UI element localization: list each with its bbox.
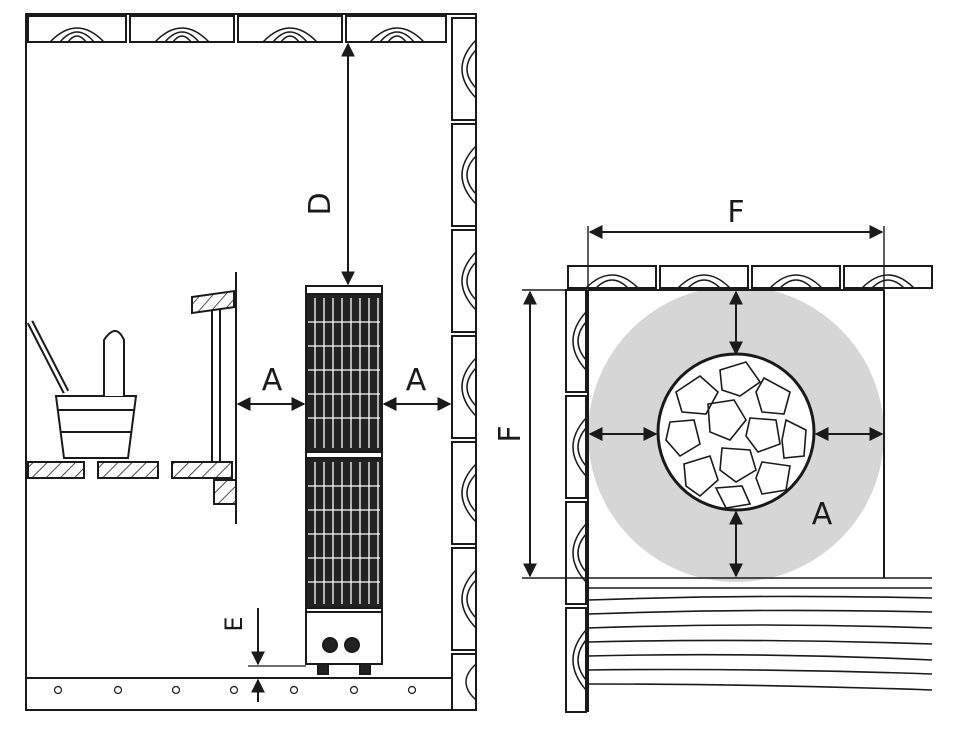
label-width: F [727,195,744,230]
label-depth: F [493,425,528,442]
label-clearance-zone: A [812,497,833,532]
benches [27,461,233,479]
label-right-clearance: A [406,363,427,398]
top-view [522,225,933,713]
floor [26,677,452,695]
left-wall-boards [565,289,587,713]
room-outline [25,13,477,711]
right-wall-boards [451,17,477,711]
heater-tower [305,285,383,675]
heater-stones-icon [656,352,816,512]
ceiling-boards [27,15,447,43]
side-view [25,13,477,711]
label-floor-clearance: E [220,616,248,631]
heater-knob-icon [344,637,360,653]
bench-backrest [191,272,237,524]
sauna-bucket-icon [26,320,138,459]
heater-knob-icon [322,637,338,653]
bench-planks [587,577,933,691]
top-wall-boards [567,265,933,289]
label-left-clearance: A [262,363,283,398]
label-top-clearance: D [303,192,338,215]
